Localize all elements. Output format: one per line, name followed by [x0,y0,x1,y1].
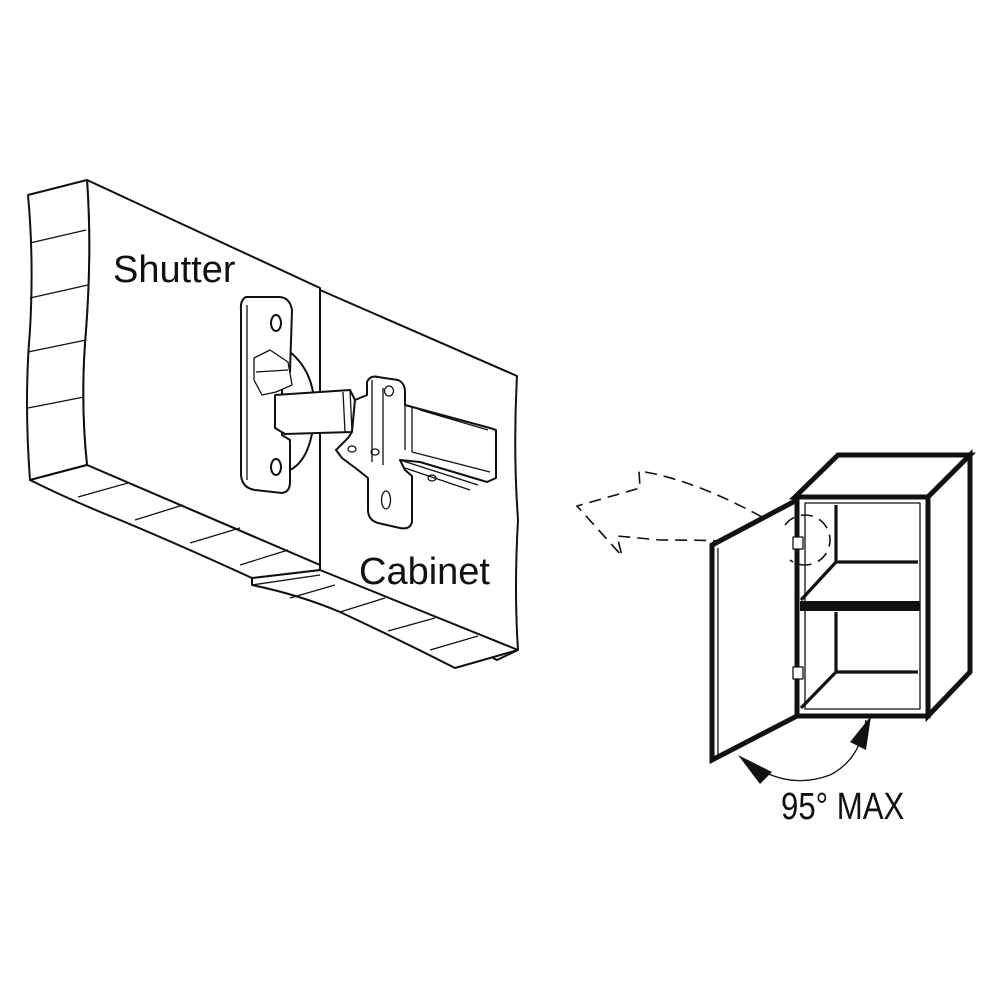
cabinet-label: Cabinet [359,551,490,593]
angle-indicator [738,716,871,784]
shutter-label: Shutter [113,249,236,291]
hinge [239,296,497,530]
max-angle-label: 95° MAX [781,786,905,828]
mini-cabinet [709,448,977,765]
